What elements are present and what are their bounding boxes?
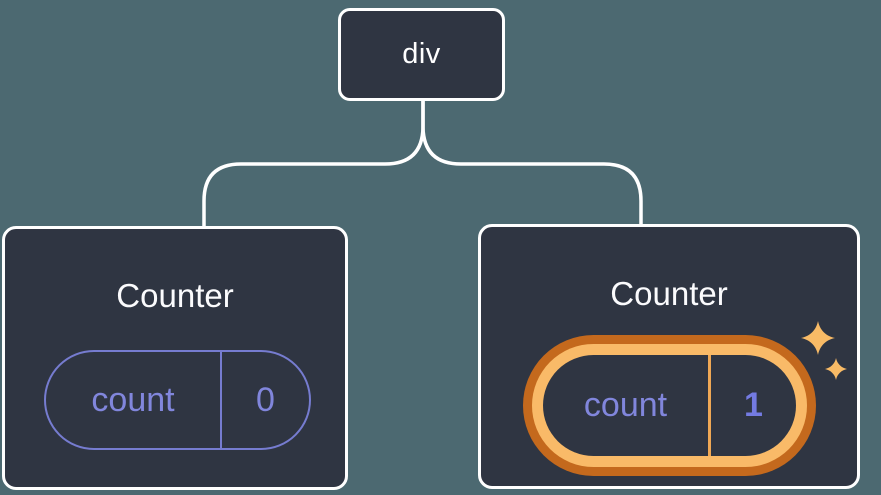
counter-node-right: Counter count 1	[478, 224, 860, 489]
root-node-div: div	[338, 8, 505, 101]
state-key-cell: count	[46, 352, 222, 448]
state-value-label: 1	[744, 386, 763, 424]
state-value-cell: 0	[222, 352, 309, 448]
state-value-cell: 1	[711, 355, 796, 456]
sparkle-small	[825, 358, 847, 380]
state-pill-inner: count 1	[543, 355, 796, 456]
counter-node-left: Counter count 0	[2, 226, 348, 490]
state-key-label: count	[583, 386, 668, 424]
counter-title: Counter	[610, 275, 728, 312]
state-pill-highlighted: count 1	[523, 335, 816, 476]
state-value-label: 0	[256, 380, 275, 419]
connector-root-to-right	[421, 96, 643, 228]
state-pill: count 0	[44, 350, 311, 450]
state-key-cell: count	[543, 355, 711, 456]
root-node-label: div	[402, 38, 441, 70]
sparkle-large	[801, 321, 835, 355]
state-key-label: count	[91, 380, 175, 419]
state-pill-highlight-ring: count 1	[532, 344, 807, 467]
connector-root-to-left	[202, 96, 425, 230]
sparkles-icon	[801, 321, 847, 380]
counter-title: Counter	[116, 277, 234, 314]
